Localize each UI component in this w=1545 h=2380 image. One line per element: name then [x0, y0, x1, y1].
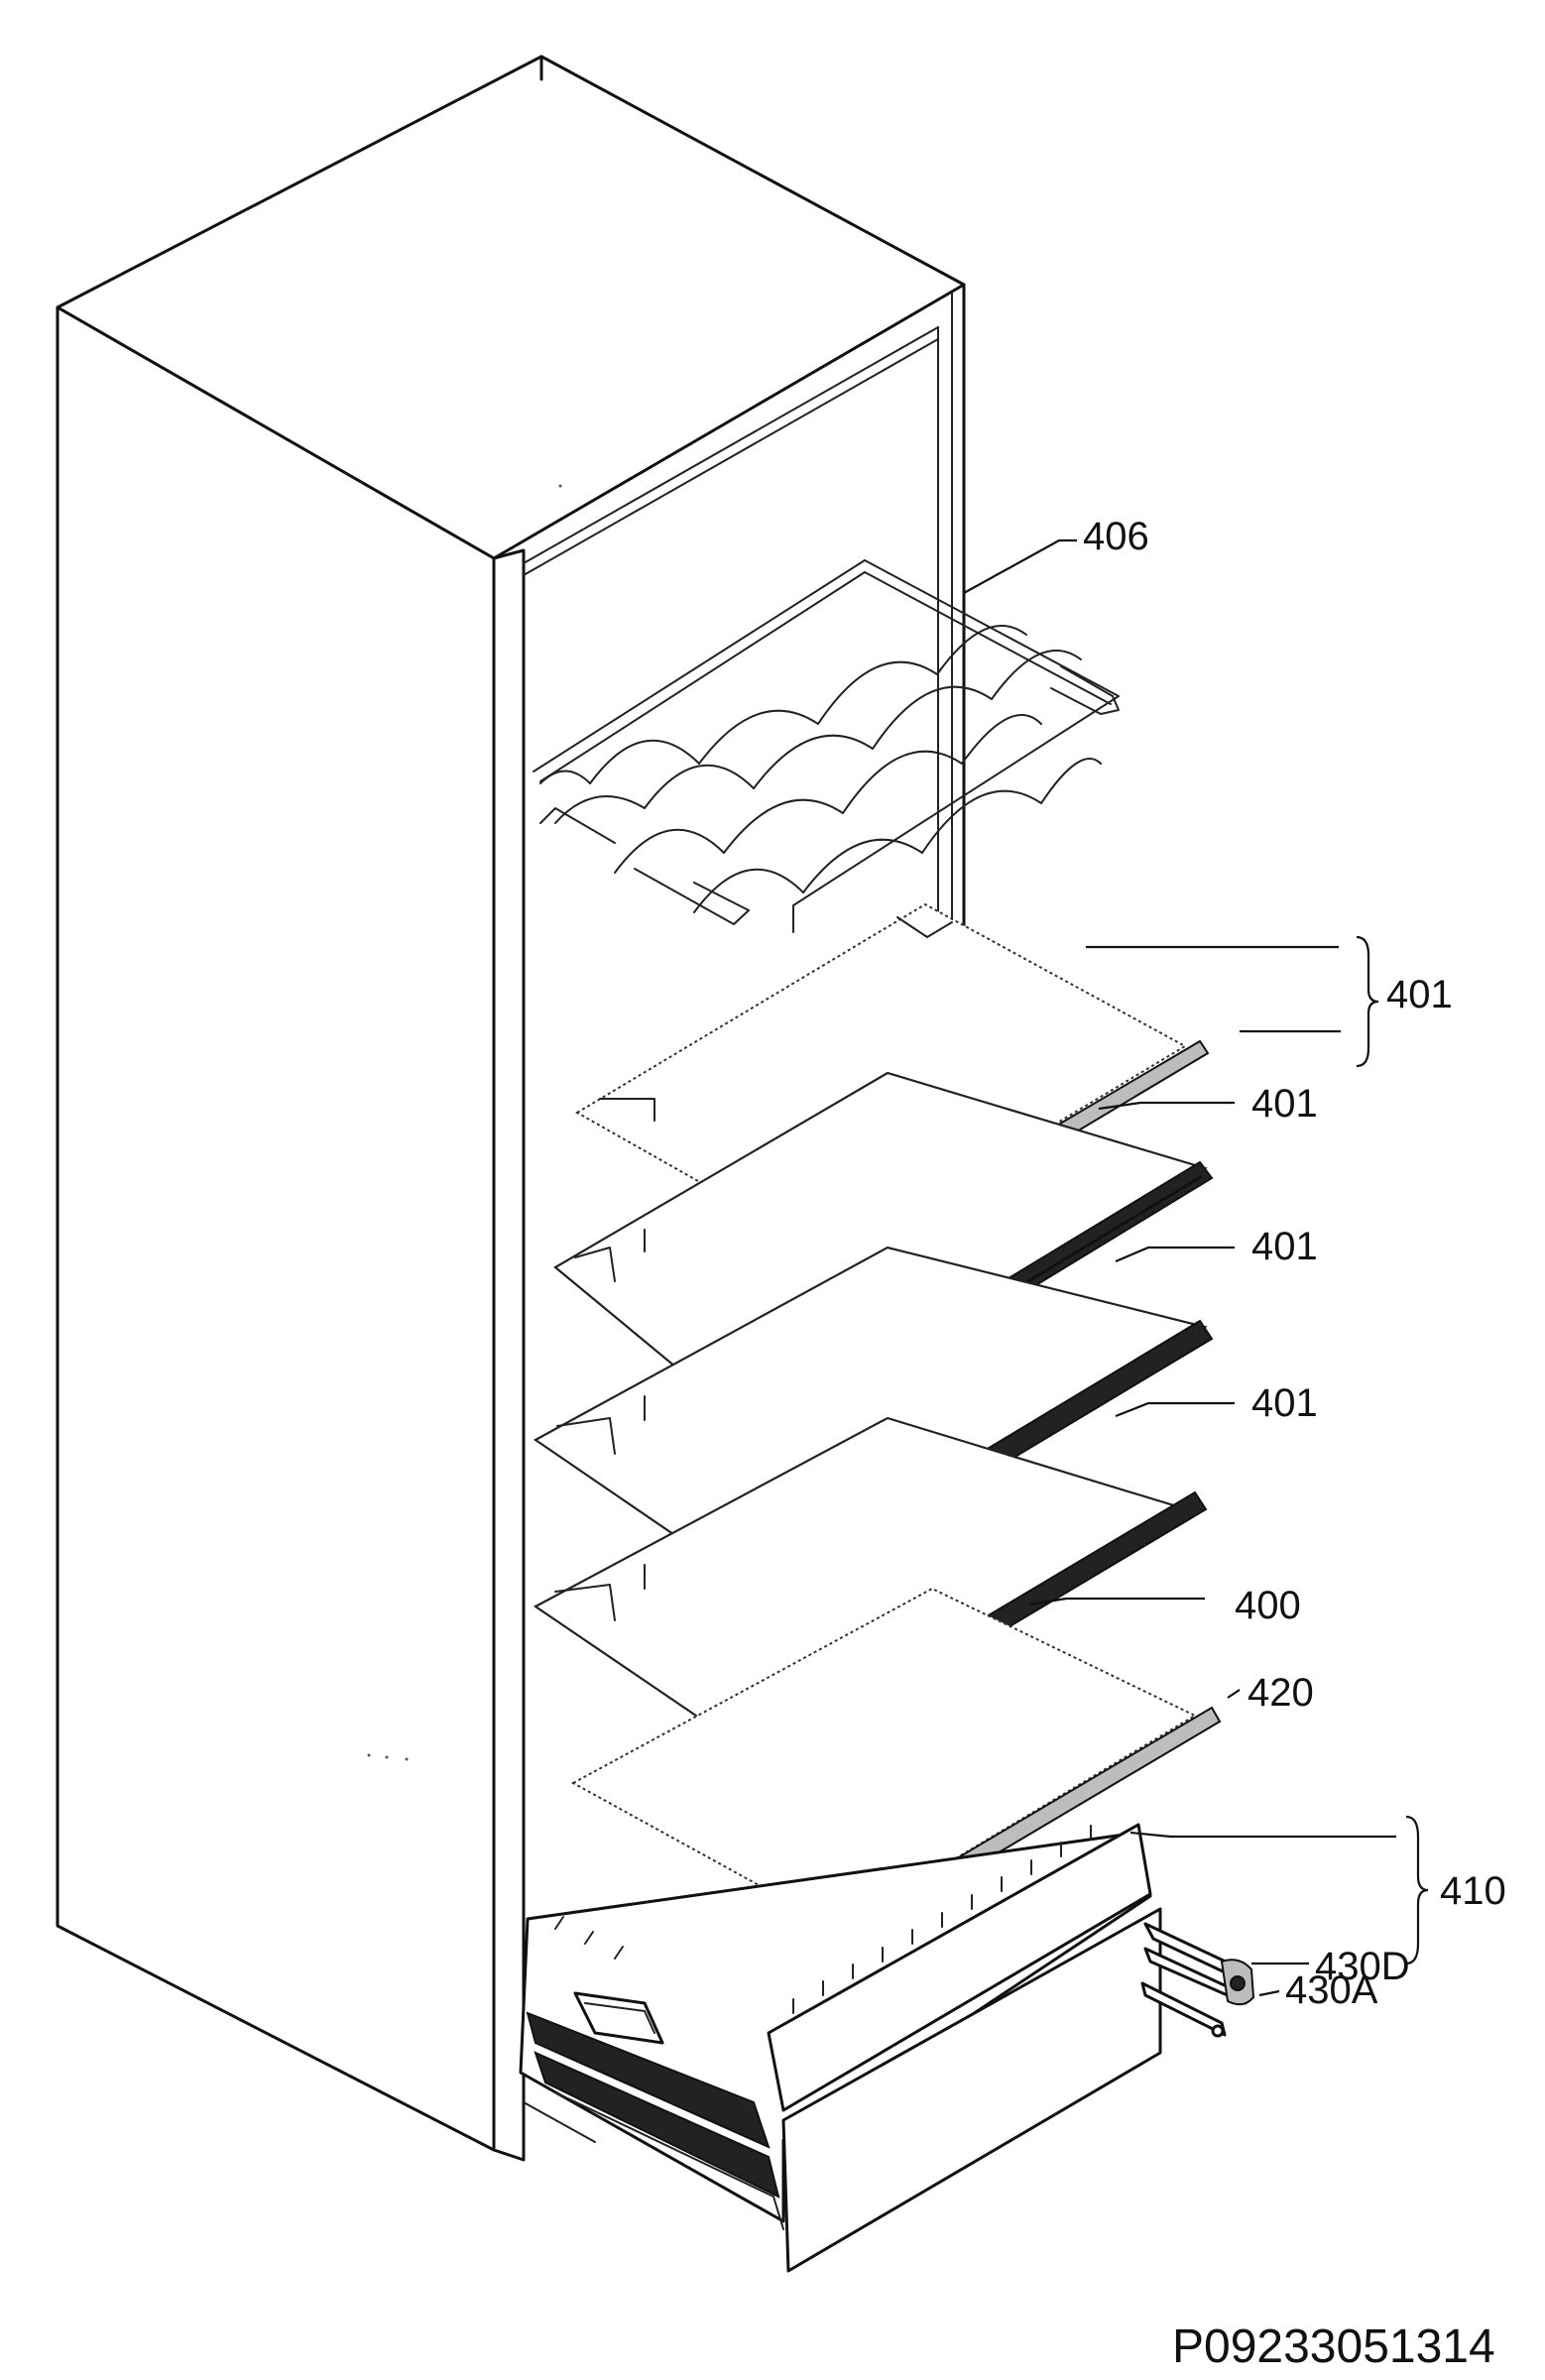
label-430d: 430D: [1315, 1945, 1410, 1988]
wine-rack: [533, 559, 1120, 933]
label-401-shelf-3: 401: [1251, 1225, 1318, 1268]
label-400: 400: [1235, 1584, 1301, 1627]
label-401-bracket: 401: [1386, 973, 1453, 1016]
label-406: 406: [1083, 515, 1149, 558]
label-401-shelf-2: 401: [1251, 1082, 1318, 1126]
part-labels: 406 401 401 401 401 400 420 410 430D 430…: [1083, 515, 1506, 2373]
label-430a: 430A: [1285, 1968, 1378, 2012]
drawing-code: P09233051314: [1172, 2320, 1495, 2373]
crisper-drawer: [519, 1823, 1162, 2273]
rails: [1140, 1922, 1255, 2038]
leader-lines: [963, 538, 1429, 1997]
label-401-shelf-4: 401: [1251, 1381, 1318, 1425]
label-420: 420: [1248, 1671, 1314, 1715]
label-410: 410: [1440, 1869, 1506, 1913]
